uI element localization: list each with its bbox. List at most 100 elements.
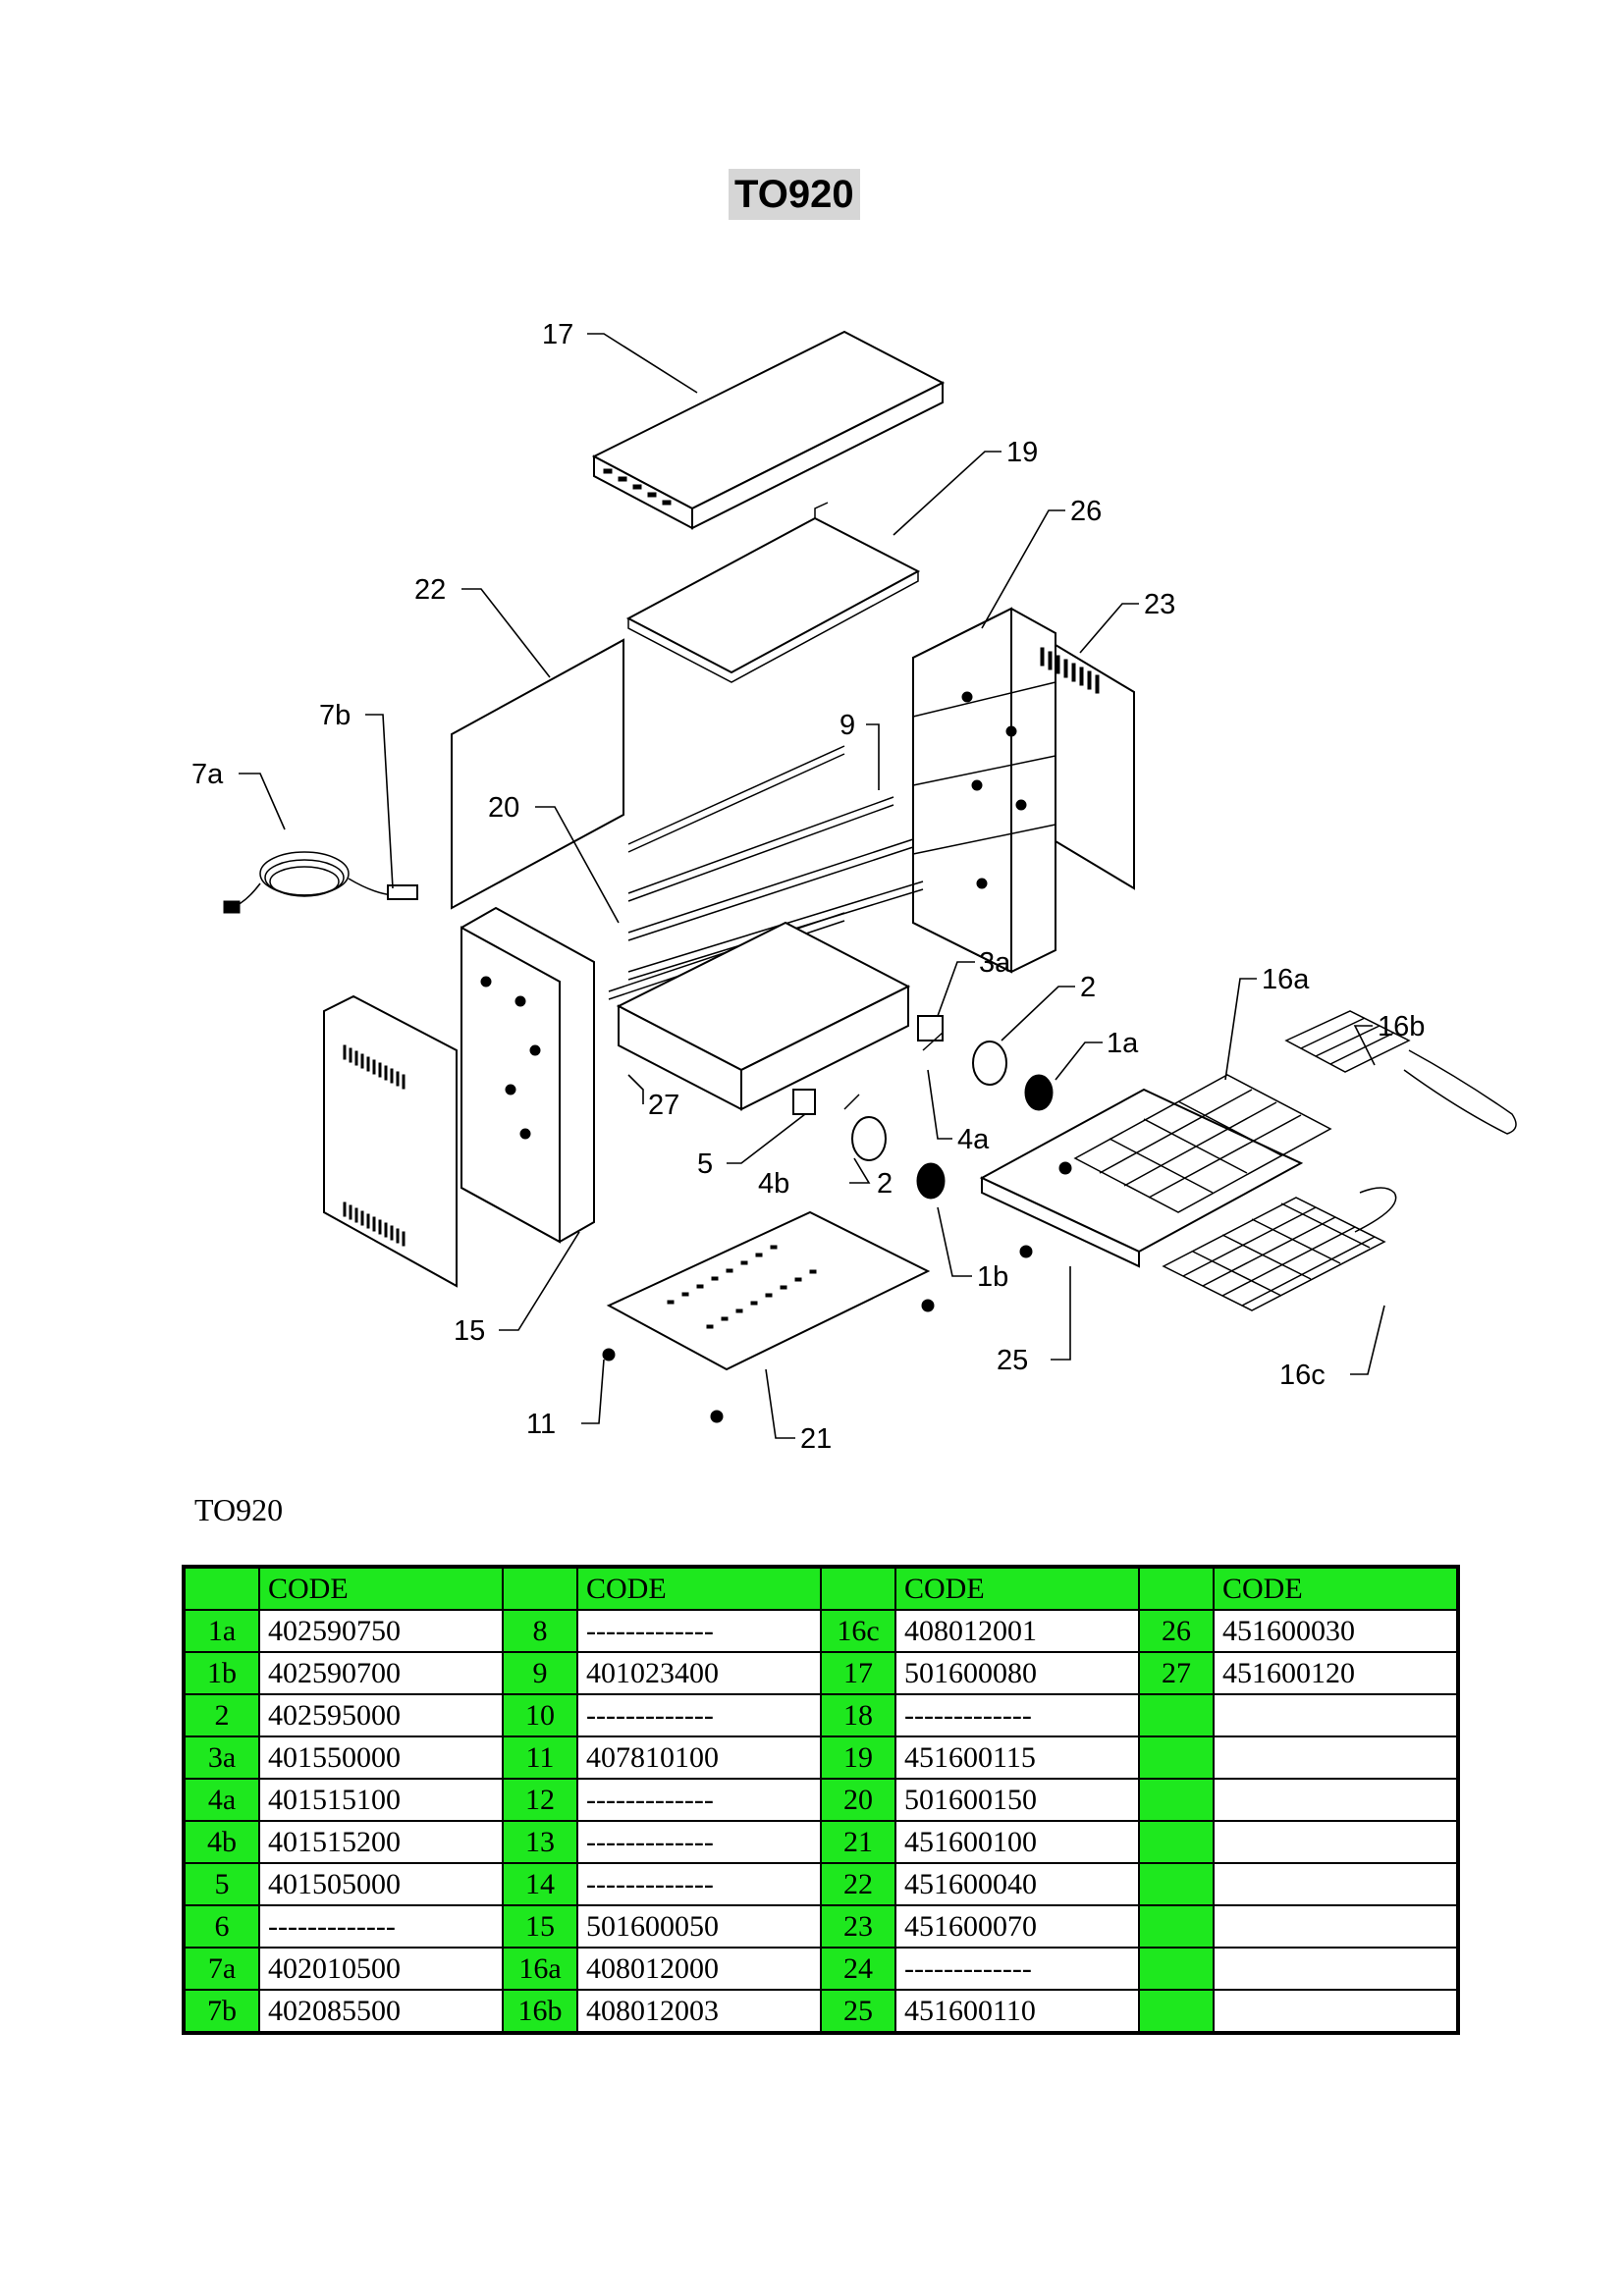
part-slide-tray: [979, 1088, 1304, 1268]
callout-label: 11: [526, 1409, 556, 1440]
callout-label: 1b: [977, 1261, 1008, 1293]
part-number: 21: [820, 1820, 896, 1864]
part-number: 7a: [183, 1947, 260, 1991]
part-number: 1a: [183, 1609, 260, 1653]
part-code: [1213, 1778, 1459, 1822]
callout-label: 16b: [1378, 1011, 1425, 1042]
part-code: -------------: [576, 1862, 822, 1906]
part-code: 402590700: [258, 1651, 504, 1695]
part-number: 26: [1138, 1609, 1215, 1653]
part-code: -------------: [576, 1609, 822, 1653]
part-code: 451600070: [894, 1904, 1140, 1949]
part-code: 401550000: [258, 1735, 504, 1780]
part-number: 2: [183, 1693, 260, 1737]
part-power-cord: [223, 851, 418, 914]
part-left-side: [460, 906, 595, 1244]
callout-label: 27: [648, 1090, 679, 1121]
part-number: [1138, 1989, 1215, 2034]
part-number: [1138, 1862, 1215, 1906]
part-code: 401515200: [258, 1820, 504, 1864]
callout-label: 2: [877, 1168, 893, 1200]
part-number: [1138, 1735, 1215, 1780]
header-key-col: [1138, 1566, 1215, 1611]
callout-label: 2: [1080, 972, 1096, 1003]
part-number: 24: [820, 1947, 896, 1991]
callout-label: 9: [839, 710, 855, 741]
part-number: 25: [820, 1989, 896, 2034]
callout-label: 16a: [1262, 964, 1310, 995]
part-grid-16c: [1162, 1187, 1397, 1311]
part-code: 402085500: [258, 1989, 504, 2034]
part-code: 501600150: [894, 1778, 1140, 1822]
callout-label: 7a: [191, 759, 224, 790]
header-code-col: CODE: [258, 1566, 504, 1611]
header-key-col: [502, 1566, 578, 1611]
part-code: [1213, 1693, 1459, 1737]
part-code: -------------: [576, 1778, 822, 1822]
part-number: 19: [820, 1735, 896, 1780]
part-number: [1138, 1947, 1215, 1991]
callout-label: 23: [1144, 589, 1175, 620]
part-code: 451600100: [894, 1820, 1140, 1864]
callout-label: 26: [1070, 496, 1102, 527]
part-code: 451600110: [894, 1989, 1140, 2034]
callout-label: 1a: [1107, 1028, 1139, 1059]
part-number: 4b: [183, 1820, 260, 1864]
part-number: 27: [1138, 1651, 1215, 1695]
part-number: 15: [502, 1904, 578, 1949]
part-number: 12: [502, 1778, 578, 1822]
part-code: [1213, 1820, 1459, 1864]
leader-lines: [239, 333, 1385, 1439]
part-code: -------------: [894, 1693, 1140, 1737]
callout-label: 7b: [319, 700, 351, 731]
part-rack-16a: [1073, 1074, 1332, 1213]
part-code: [1213, 1735, 1459, 1780]
header-key-col: [183, 1566, 260, 1611]
part-number: 20: [820, 1778, 896, 1822]
part-code: 451600030: [1213, 1609, 1459, 1653]
part-number: 9: [502, 1651, 578, 1695]
header-code-col: CODE: [576, 1566, 822, 1611]
section-subtitle: TO920: [194, 1492, 284, 1527]
part-code: 407810100: [576, 1735, 822, 1780]
part-number: 5: [183, 1862, 260, 1906]
title-block: TO920: [729, 169, 860, 220]
part-number: 13: [502, 1820, 578, 1864]
part-number: 6: [183, 1904, 260, 1949]
callout-labels: 17 19 26 23 22 7b 7a 9 20 3a 2 16a 16b 1…: [191, 319, 1425, 1455]
part-code: 402010500: [258, 1947, 504, 1991]
part-left-outer-panel: [323, 994, 458, 1288]
part-number: 18: [820, 1693, 896, 1737]
part-crumb-tray: [625, 502, 921, 683]
callout-label: 20: [488, 792, 519, 824]
callout-label: 17: [542, 319, 573, 350]
part-number: 4a: [183, 1778, 260, 1822]
part-number: 8: [502, 1609, 578, 1653]
callout-label: 5: [697, 1148, 713, 1180]
callout-label: 4a: [957, 1124, 990, 1155]
part-number: 16b: [502, 1989, 578, 2034]
part-chassis: [616, 921, 911, 1111]
part-number: [1138, 1778, 1215, 1822]
exploded-parts-diagram: 17 19 26 23 22 7b 7a 9 20 3a 2 16a 16b 1…: [191, 319, 1517, 1455]
callout-label: 21: [800, 1423, 832, 1455]
part-number: 16c: [820, 1609, 896, 1653]
table-header-row: CODE CODE CODE CODE: [183, 1566, 1459, 1611]
part-code: [1213, 1989, 1459, 2034]
header-key-col: [820, 1566, 896, 1611]
part-code: 408012003: [576, 1989, 822, 2034]
part-number: 3a: [183, 1735, 260, 1780]
header-code-col: CODE: [1213, 1566, 1459, 1611]
part-code: [1213, 1947, 1459, 1991]
part-code: 451600040: [894, 1862, 1140, 1906]
part-number: 16a: [502, 1947, 578, 1991]
part-code: 401023400: [576, 1651, 822, 1695]
part-right-side: [912, 607, 1135, 974]
callout-label: 4b: [758, 1168, 789, 1200]
